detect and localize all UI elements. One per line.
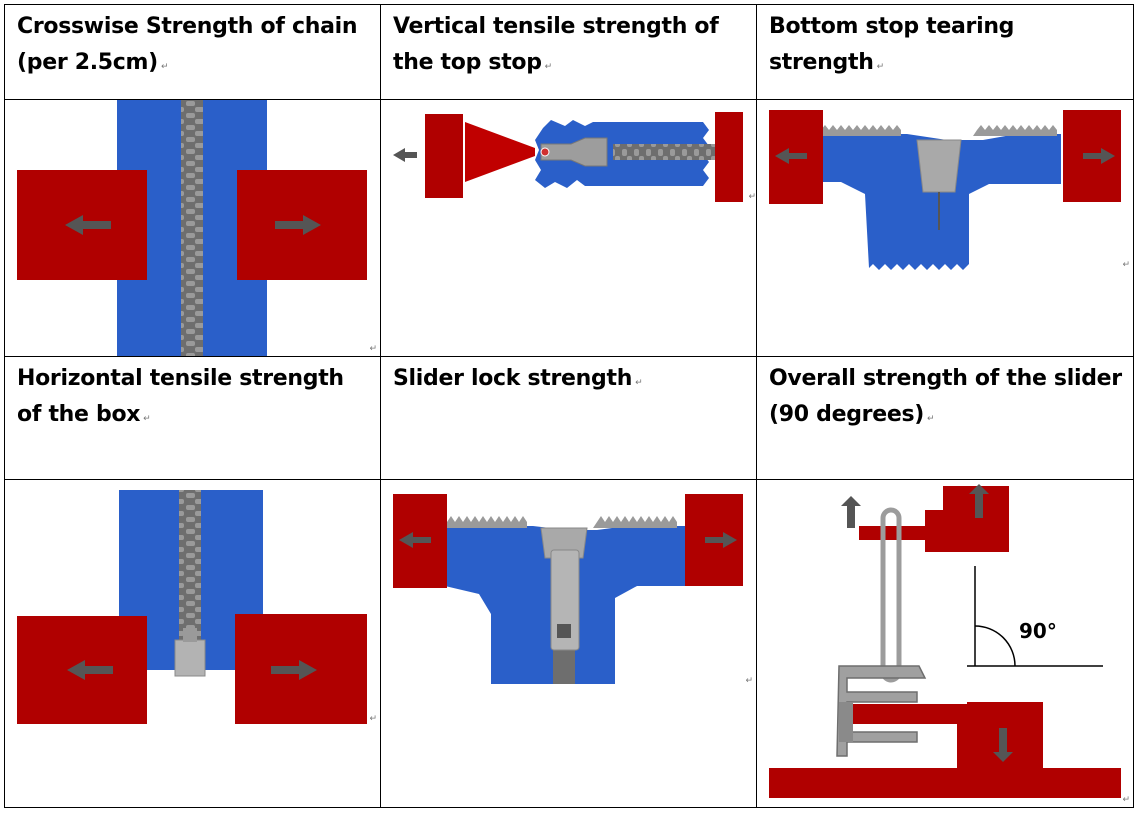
cell-header-box: Horizontal tensile strength of the box↵ [4, 356, 381, 480]
right-arrow-icon [275, 215, 321, 235]
cell-header-slider-overall: Overall strength of the slider (90 degre… [756, 356, 1134, 480]
paragraph-mark: ↵ [1122, 260, 1130, 270]
box-strength-diagram [17, 490, 367, 724]
right-teeth [593, 516, 677, 528]
up-arrow-icon [841, 496, 861, 528]
crosswise-strength-diagram [17, 100, 367, 356]
title-top-stop-strength: Vertical tensile strength of the top sto… [393, 14, 719, 75]
cell-diagram-crosswise: ↵ [4, 99, 381, 357]
left-arrow-icon [399, 532, 431, 548]
title-slider-overall-strength: Overall strength of the slider (90 degre… [769, 366, 1122, 427]
test-method-table: Crosswise Strength of chain (per 2.5cm)↵… [4, 4, 1134, 808]
title-box-strength: Horizontal tensile strength of the box↵ [17, 366, 344, 427]
slider-icon [540, 137, 608, 167]
right-arrow-icon [705, 532, 737, 548]
paragraph-mark: ↵ [748, 192, 756, 202]
title-slider-lock-strength: Slider lock strength↵ [393, 366, 643, 391]
top-stop-icon [540, 147, 550, 157]
title-crosswise-strength: Crosswise Strength of chain (per 2.5cm)↵ [17, 14, 358, 75]
cell-diagram-slider-overall: 90° ↵ [756, 479, 1134, 808]
left-clamp-block [425, 114, 463, 198]
zipper-teeth [181, 100, 203, 356]
paragraph-mark: ↵ [745, 676, 753, 686]
left-arrow-icon [67, 660, 113, 680]
zipper-teeth [179, 490, 201, 640]
left-arrow-icon [393, 148, 417, 162]
cell-header-slider-lock: Slider lock strength↵ [380, 356, 757, 480]
slider-overall-strength-diagram: 90° [769, 484, 1121, 798]
slider-body-shade [839, 702, 853, 742]
title-bottom-stop-strength: Bottom stop tearing strength↵ [769, 14, 1015, 75]
up-arrow-in-block-icon [969, 484, 989, 518]
bottom-stop-icon [916, 139, 962, 193]
paragraph-mark: ↵ [1122, 795, 1130, 805]
down-arrow-icon [993, 728, 1013, 762]
paragraph-mark: ↵ [369, 714, 377, 724]
right-arrow-icon [271, 660, 317, 680]
left-teeth [817, 125, 901, 136]
right-teeth [973, 125, 1057, 136]
top-pull-bar [859, 526, 929, 540]
angle-label: 90° [1019, 619, 1057, 643]
bottom-clamp-block [769, 702, 1121, 798]
left-arrow-icon [775, 148, 807, 164]
angle-arc [974, 625, 1016, 667]
cell-header-bottom-stop: Bottom stop tearing strength↵ [756, 4, 1134, 100]
cell-diagram-box: ↵ [4, 479, 381, 808]
zipper-teeth [613, 144, 717, 160]
paragraph-mark: ↵ [369, 344, 377, 354]
clamp-edge [422, 114, 425, 198]
cell-diagram-bottom-stop: ↵ [756, 99, 1134, 357]
bottom-stop-strength-diagram [769, 110, 1121, 270]
right-clamp-block [715, 112, 743, 202]
cell-diagram-top-stop: ↵ [380, 99, 757, 357]
lock-icon [557, 624, 571, 638]
slider-lock-strength-diagram [393, 494, 743, 684]
left-teeth [443, 516, 527, 528]
box-retainer-icon [174, 639, 206, 677]
pull-tab-icon [880, 507, 902, 683]
pin-icon [183, 628, 197, 642]
left-arrow-icon [65, 215, 111, 235]
pull-triangle [465, 122, 535, 182]
top-clamp-block [925, 510, 1009, 552]
right-arrow-icon [1083, 148, 1115, 164]
cell-header-crosswise: Crosswise Strength of chain (per 2.5cm)↵ [4, 4, 381, 100]
cell-diagram-slider-lock: ↵ [380, 479, 757, 808]
zipper-tape [775, 134, 1061, 270]
cell-header-top-stop: Vertical tensile strength of the top sto… [380, 4, 757, 100]
top-stop-strength-diagram [393, 112, 743, 202]
